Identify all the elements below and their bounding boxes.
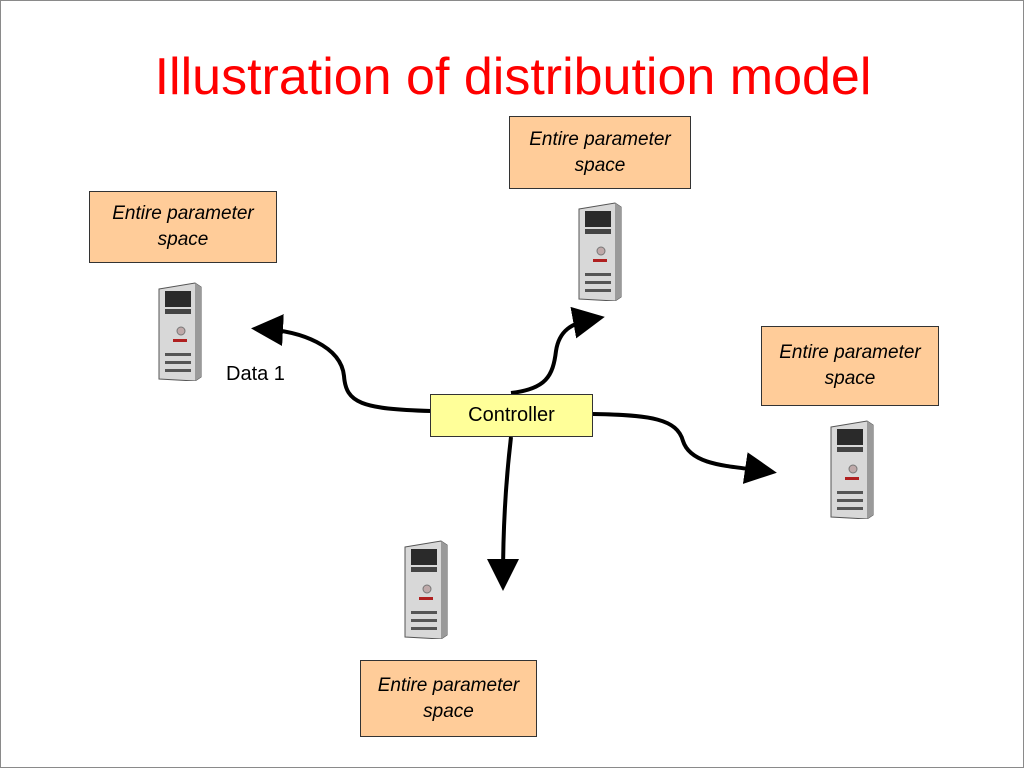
arrow-to-bottom-node <box>487 436 520 591</box>
computer-tower-icon <box>404 540 448 639</box>
controller-box: Controller <box>430 394 593 437</box>
arrow-to-right-node <box>592 412 777 484</box>
computer-tower-icon <box>578 202 622 301</box>
node-label-left: Entire parameter space <box>89 191 277 263</box>
node-label-right: Entire parameter space <box>761 326 939 406</box>
arrow-to-top-node <box>510 306 605 395</box>
node-label-bottom: Entire parameter space <box>360 660 537 737</box>
slide-title: Illustration of distribution model <box>154 48 872 106</box>
computer-tower-icon <box>158 282 202 381</box>
node-label-top: Entire parameter space <box>509 116 691 189</box>
data-label: Data 1 <box>226 363 285 385</box>
arrow-to-left-node <box>251 314 432 413</box>
computer-tower-icon <box>830 420 874 519</box>
controller-label: Controller <box>468 404 555 426</box>
